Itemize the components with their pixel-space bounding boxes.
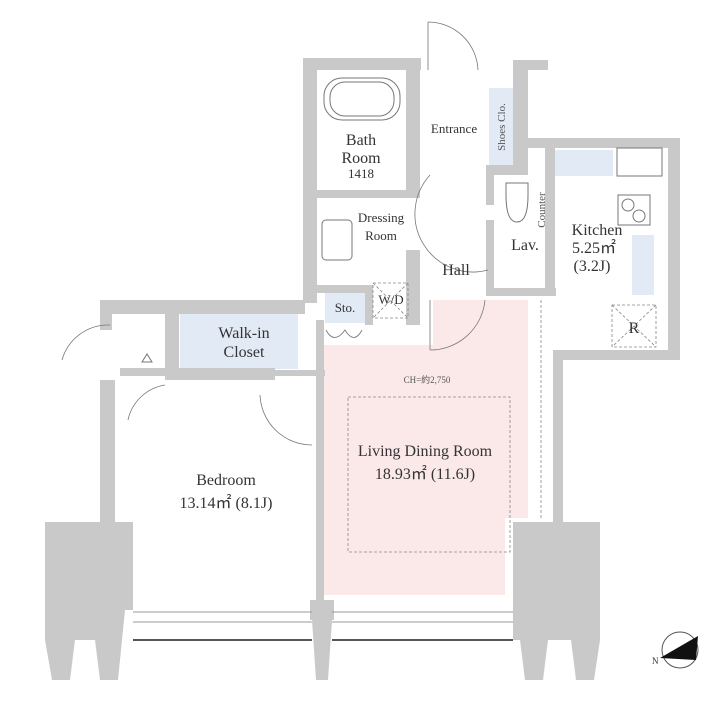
ceiling-height-label: CH=約2,750: [404, 374, 451, 385]
bathtub-icon: [323, 77, 401, 121]
kitchen-label: Kitchen: [572, 222, 623, 239]
refrigerator-label: R: [629, 320, 640, 337]
bedroom-size: 13.14㎡ (8.1J): [180, 494, 273, 512]
storage-label: Sto.: [335, 300, 356, 315]
compass-icon: N: [652, 631, 699, 669]
entrance-label: Entrance: [431, 121, 477, 136]
living-dining-size: 18.93㎡ (11.6J): [375, 465, 475, 483]
rug-outline: [347, 396, 511, 553]
kitchen-shelf: [555, 150, 613, 176]
storage-floor: [325, 290, 365, 323]
washer-dryer-label: W/D: [378, 292, 403, 307]
bath-room-label-2: Room: [341, 150, 381, 167]
toilet-icon: [505, 182, 529, 223]
counter-label: Counter: [536, 192, 548, 228]
dressing-room-label: Dressing: [358, 210, 405, 225]
stove-icon: [617, 194, 651, 226]
washer-dryer-icon: [372, 282, 409, 319]
shoes-closet-label: Shoes Clo.: [496, 103, 508, 151]
kitchen-sink: [632, 235, 654, 295]
kitchen-tatami: (3.2J): [574, 258, 611, 275]
compass-north-label: N: [652, 656, 659, 666]
walk-in-closet-floor: [180, 314, 298, 369]
kitchen-size: 5.25㎡: [572, 239, 616, 257]
walls: [45, 58, 680, 680]
walk-in-closet-label: Walk-in: [218, 325, 269, 342]
living-dining-label: Living Dining Room: [358, 443, 493, 460]
washbasin-icon: [321, 219, 353, 261]
living-dining-floor: [322, 300, 528, 595]
dressing-room-label-2: Room: [365, 228, 397, 243]
refrigerator-icon: [611, 304, 657, 348]
shoes-closet-floor: [489, 88, 513, 166]
hall-label: Hall: [442, 262, 470, 279]
triangle-icon: [141, 353, 153, 363]
doors: [61, 21, 489, 446]
walk-in-closet-label-2: Closet: [224, 344, 265, 361]
windows: [133, 611, 513, 641]
bath-room-label: Bath: [346, 132, 376, 149]
lavatory-label: Lav.: [511, 237, 539, 254]
bedroom-label: Bedroom: [196, 472, 256, 489]
bath-room-size: 1418: [348, 166, 374, 181]
